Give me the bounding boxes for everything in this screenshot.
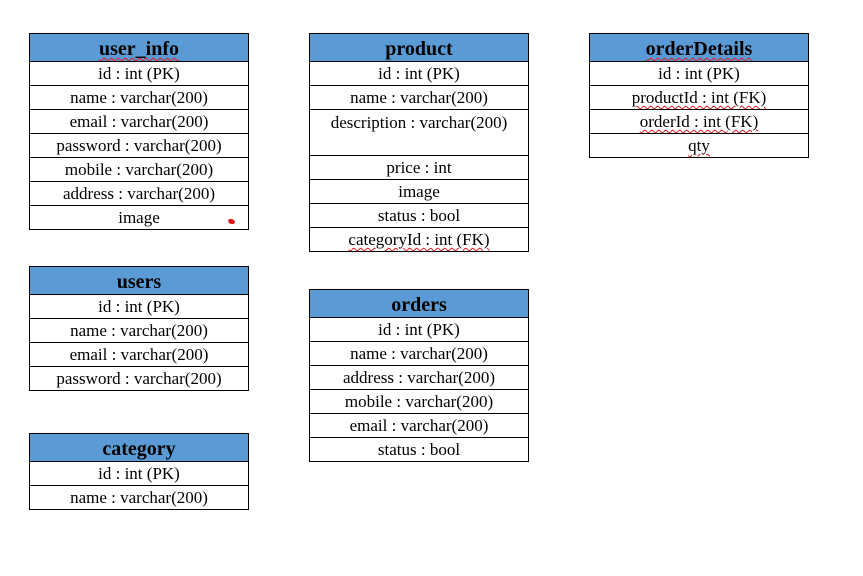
table-header-category: category [30,434,248,462]
table-header-order-details: orderDetails [590,34,808,62]
table-row: name : varchar(200) [310,342,528,366]
table-row: name : varchar(200) [70,488,208,507]
table-row: mobile : varchar(200) [30,158,248,182]
table-header-orders: orders [310,290,528,318]
table-row: image [310,180,528,204]
table-row: name : varchar(200) [310,86,528,110]
table-row: status : bool [377,440,461,459]
table-row: price : int [310,156,528,180]
table-row: email : varchar(200) [30,110,248,134]
table-title-user-info: user_info [99,38,179,60]
table-header-user-info: user_info [30,34,248,62]
table-row-label: image [118,208,160,227]
table-user-info: user_info id : int (PK) name : varchar(2… [29,33,249,230]
table-row: email : varchar(200) [310,414,528,438]
table-row: id : int (PK) [30,62,248,86]
table-row: address : varchar(200) [310,366,528,390]
table-product: product id : int (PK) name : varchar(200… [309,33,529,252]
table-row: categoryId : int (FK) [310,228,528,251]
table-order-details: orderDetails id : int (PK) productId : i… [589,33,809,158]
table-row: password : varchar(200) [56,369,222,388]
table-row: id : int (PK) [30,462,248,486]
table-row: name : varchar(200) [30,319,248,343]
table-category: category id : int (PK) name : varchar(20… [29,433,249,510]
table-row: image [30,206,248,229]
table-users: users id : int (PK) name : varchar(200) … [29,266,249,391]
table-header-product: product [310,34,528,62]
table-row-label: orderId : int (FK) [639,112,759,131]
table-row: qty [590,134,808,157]
table-row: id : int (PK) [590,62,808,86]
table-row: email : varchar(200) [30,343,248,367]
table-header-users: users [30,267,248,295]
table-title-order-details: orderDetails [645,38,753,60]
table-orders: orders id : int (PK) name : varchar(200)… [309,289,529,462]
table-row: id : int (PK) [30,295,248,319]
table-row: id : int (PK) [310,318,528,342]
table-row-label: categoryId : int (FK) [348,230,490,249]
table-row: id : int (PK) [310,62,528,86]
table-row: mobile : varchar(200) [310,390,528,414]
table-row: orderId : int (FK) [590,110,808,134]
table-row-label: qty [688,136,710,155]
table-row: productId : int (FK) [590,86,808,110]
table-row: name : varchar(200) [30,86,248,110]
table-row: address : varchar(200) [30,182,248,206]
table-row: status : bool [310,204,528,228]
table-row: description : varchar(200) [310,110,528,156]
table-row: password : varchar(200) [30,134,248,158]
red-mark-icon [227,217,236,226]
table-row-label: productId : int (FK) [631,88,767,107]
